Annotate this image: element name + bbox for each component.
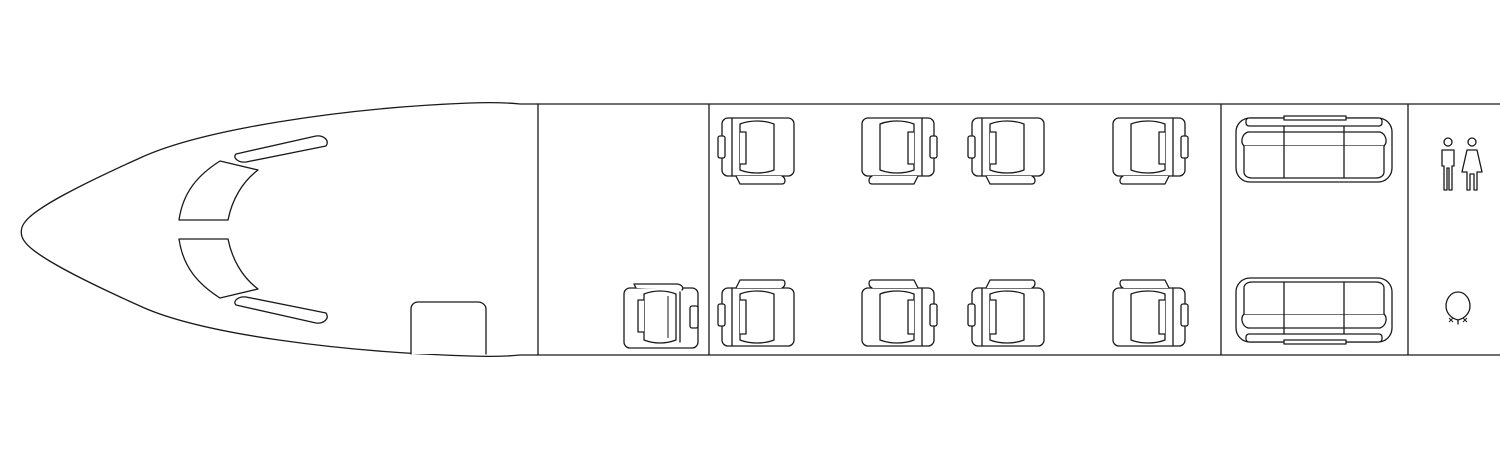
divan-lower	[1235, 277, 1393, 345]
windshield-upper-front	[178, 160, 259, 221]
seat-upper-3	[967, 117, 1045, 185]
seat-upper-1	[717, 117, 795, 185]
toilet-icon	[1445, 291, 1471, 325]
seat-lower-2	[861, 279, 938, 347]
seat-lower-4	[1112, 279, 1189, 347]
seat-upper-2	[861, 117, 938, 185]
divan-upper	[1235, 115, 1393, 183]
restroom-man-woman-icon	[1441, 137, 1483, 191]
seat-upper-4	[1112, 117, 1189, 185]
entry-door	[410, 301, 487, 355]
seat-lower-3	[967, 279, 1045, 347]
entry-seat	[623, 283, 699, 349]
fuselage	[537, 103, 1500, 356]
seat-lower-1	[717, 279, 795, 347]
windshield-lower-side	[234, 296, 328, 324]
windshield-upper-side	[234, 135, 328, 163]
cockpit-nose	[20, 101, 539, 358]
windshield-lower-front	[178, 238, 259, 299]
